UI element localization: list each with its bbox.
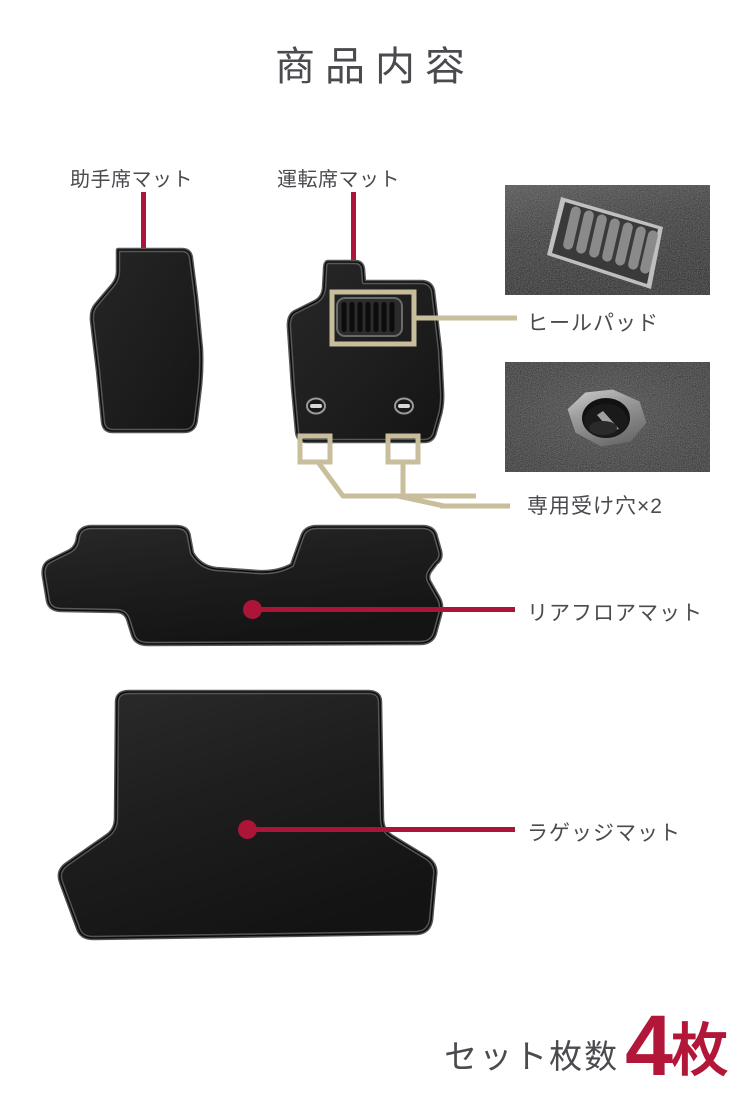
heel-pad-photo	[505, 185, 710, 295]
anchor-hole-leader-tail	[440, 490, 550, 520]
label-luggage-mat: ラゲッジマット	[527, 822, 681, 845]
leader-line-luggage-mat	[247, 827, 515, 832]
heel-pad-on-mat	[336, 297, 403, 337]
anchor-hole-right-callout-box	[385, 433, 421, 465]
leader-line-driver-mat	[351, 192, 356, 274]
label-heel-pad: ヒールパッド	[527, 312, 659, 335]
set-count-unit: 枚	[671, 1019, 728, 1083]
anchor-hole-right-on-mat	[394, 397, 414, 415]
heel-pad-callout-box	[329, 289, 417, 347]
set-count-label: セット枚数	[444, 1038, 620, 1075]
page-title: 商品内容	[275, 45, 475, 89]
set-count-value: 4	[625, 998, 673, 1095]
anchor-hole-left-on-mat	[306, 397, 326, 415]
anchor-hole-leader-diagonal	[396, 460, 456, 509]
label-rear-floor-mat: リアフロアマット	[527, 602, 703, 625]
leader-line-rear-floor-mat	[252, 607, 515, 612]
label-driver-mat: 運転席マット	[277, 169, 400, 191]
passenger-mat-graphic	[78, 245, 228, 440]
label-passenger-mat: 助手席マット	[70, 169, 193, 191]
luggage-mat-graphic	[35, 680, 480, 965]
label-anchor-holes: 専用受け穴×2	[527, 495, 663, 518]
rear-floor-mat-graphic	[30, 515, 485, 660]
driver-mat-graphic	[285, 258, 460, 448]
set-count: セット枚数 4 枚	[444, 998, 728, 1095]
anchor-hole-left-callout-box	[297, 433, 333, 465]
leader-line-anchor-hole-right	[400, 462, 476, 499]
anchor-hole-photo	[505, 362, 710, 472]
